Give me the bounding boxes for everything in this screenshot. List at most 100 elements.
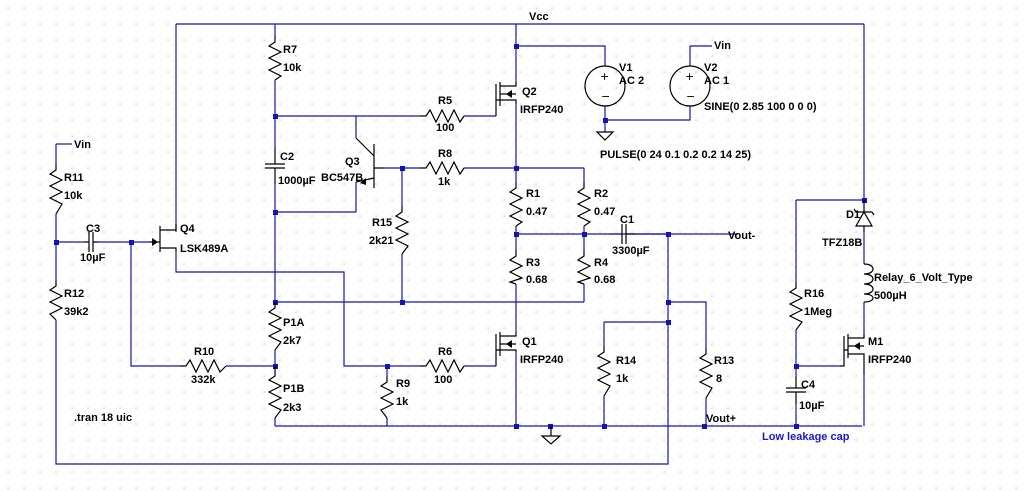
- r15-ref: R15: [372, 217, 392, 229]
- r3-ref: R3: [526, 257, 540, 269]
- wires: [55, 23, 865, 465]
- p1b-ref: P1B: [283, 383, 304, 395]
- net-label-vin-top: Vin: [714, 40, 731, 52]
- resistor-r11[interactable]: R11 10k: [48, 164, 84, 215]
- q4-value: LSK489A: [180, 243, 228, 255]
- c1-ref: C1: [620, 214, 634, 226]
- capacitor-c2[interactable]: C2 1000µF: [265, 148, 316, 187]
- c2-value: 1000µF: [278, 175, 316, 187]
- q4-ref: Q4: [180, 223, 196, 235]
- r6-ref: R6: [438, 346, 452, 358]
- resistor-r16[interactable]: R16 1Meg: [788, 282, 832, 331]
- resistor-r8[interactable]: R8 1k: [420, 148, 465, 188]
- r2-ref: R2: [594, 188, 608, 200]
- resistor-r10[interactable]: R10 332k: [180, 346, 227, 386]
- p1a-value: 2k7: [283, 335, 301, 347]
- r13-value: 8: [716, 373, 722, 385]
- r14-ref: R14: [616, 355, 637, 367]
- resistor-r5[interactable]: R5 100: [420, 95, 465, 134]
- r11-value: 10k: [64, 190, 83, 202]
- r12-value: 39k2: [64, 306, 88, 318]
- capacitor-c3[interactable]: C3 10µF: [80, 223, 106, 264]
- potentiometer-p1a[interactable]: P1A 2k7: [267, 302, 304, 351]
- resistor-r3[interactable]: R3 0.68: [508, 250, 547, 286]
- r7-ref: R7: [283, 44, 297, 56]
- r4-ref: R4: [594, 257, 609, 269]
- d1-value: TFZ18B: [822, 237, 862, 249]
- jfet-q4[interactable]: Q4 LSK489A: [150, 223, 228, 255]
- q1-ref: Q1: [522, 336, 537, 348]
- resistor-r6[interactable]: R6 100: [420, 346, 465, 386]
- v1-value: AC 2: [619, 75, 644, 87]
- voltage-source-v1[interactable]: + − V1 AC 2: [584, 62, 644, 107]
- voltage-source-v2[interactable]: + − V2 AC 1: [669, 62, 729, 107]
- mosfet-q1[interactable]: Q1 IRFP240: [495, 332, 563, 366]
- relay-coil[interactable]: Relay_6_Volt_Type 500µH: [863, 263, 973, 303]
- c4-comment: Low leakage cap: [762, 431, 850, 443]
- r12-ref: R12: [64, 288, 84, 300]
- v1-pulse-spec: PULSE(0 24 0.1 0.2 0.2 14 25): [600, 149, 751, 161]
- v2-value: AC 1: [704, 75, 729, 87]
- q1-value: IRFP240: [520, 354, 563, 366]
- r1-ref: R1: [526, 188, 540, 200]
- r1-value: 0.47: [526, 206, 547, 218]
- p1b-value: 2k3: [283, 402, 301, 414]
- ground-symbol-main: [540, 426, 562, 445]
- resistor-r12[interactable]: R12 39k2: [48, 280, 88, 321]
- v2-sine-spec: SINE(0 2.85 100 0 0 0): [704, 101, 817, 113]
- m1-ref: M1: [868, 336, 883, 348]
- resistor-r4[interactable]: R4 0.68: [576, 250, 615, 286]
- r10-value: 332k: [191, 374, 216, 386]
- r2-value: 0.47: [594, 206, 615, 218]
- r15-value: 2k21: [369, 235, 393, 247]
- r9-ref: R9: [396, 378, 410, 390]
- m1-value: IRFP240: [868, 354, 911, 366]
- resistor-r14[interactable]: R14 1k: [596, 346, 637, 397]
- relay-value: 500µH: [874, 290, 907, 302]
- potentiometer-p1b[interactable]: P1B 2k3: [267, 366, 304, 419]
- r7-value: 10k: [283, 62, 302, 74]
- c4-value: 10µF: [799, 400, 825, 412]
- ground-symbol-v1: [595, 131, 615, 141]
- resistor-r13[interactable]: R13 8: [698, 348, 734, 399]
- svg-text:+: +: [600, 70, 609, 83]
- svg-text:−: −: [601, 90, 610, 103]
- r8-ref: R8: [438, 148, 452, 160]
- r4-value: 0.68: [594, 274, 615, 286]
- relay-ref: Relay_6_Volt_Type: [874, 272, 973, 284]
- r5-value: 100: [436, 122, 454, 134]
- r13-ref: R13: [714, 355, 734, 367]
- r8-value: 1k: [438, 176, 451, 188]
- mosfet-q2[interactable]: Q2 IRFP240: [495, 82, 563, 116]
- svg-text:+: +: [685, 70, 694, 83]
- zener-diode-d1[interactable]: D1 TFZ18B: [822, 200, 875, 249]
- r9-value: 1k: [396, 396, 409, 408]
- net-label-vcc: Vcc: [529, 11, 549, 23]
- r11-ref: R11: [64, 172, 84, 184]
- net-label-vout-minus: Vout-: [728, 230, 756, 242]
- transistor-q3[interactable]: Q3 BC547B: [321, 137, 384, 188]
- mosfet-m1[interactable]: M1 IRFP240: [840, 334, 911, 374]
- c4-ref: C4: [801, 379, 816, 391]
- tran-directive[interactable]: .tran 18 uic: [74, 412, 132, 424]
- q3-ref: Q3: [345, 156, 360, 168]
- resistor-r7[interactable]: R7 10k: [267, 36, 302, 81]
- c2-ref: C2: [280, 151, 294, 163]
- r16-value: 1Meg: [804, 306, 832, 318]
- resistor-r2[interactable]: R2 0.47: [576, 182, 615, 227]
- q2-value: IRFP240: [520, 104, 563, 116]
- capacitor-c1[interactable]: C1 3300µF: [612, 214, 650, 257]
- d1-ref: D1: [846, 209, 860, 221]
- resistor-r15[interactable]: R15 2k21: [369, 206, 410, 255]
- v2-ref: V2: [704, 62, 717, 74]
- c1-value: 3300µF: [612, 245, 650, 257]
- resistor-r9[interactable]: R9 1k: [379, 376, 410, 419]
- net-label-vout-plus: Vout+: [706, 413, 736, 425]
- resistor-r1[interactable]: R1 0.47: [508, 182, 547, 227]
- q2-ref: Q2: [522, 86, 537, 98]
- r6-value: 100: [434, 374, 452, 386]
- capacitor-c4[interactable]: C4 10µF: [786, 376, 825, 412]
- r5-ref: R5: [438, 95, 452, 107]
